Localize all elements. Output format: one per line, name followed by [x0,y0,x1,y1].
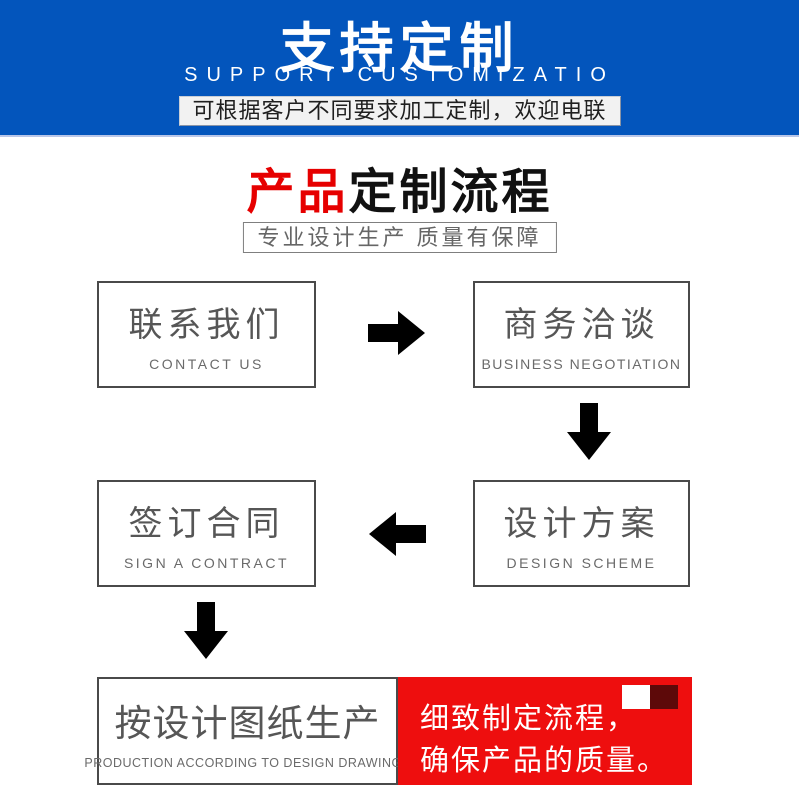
section-title-highlight: 产品 [246,166,349,219]
banner-title: 支持定制 [279,19,520,79]
banner: 支持定制 SUPPORT CUSTOMIZATIO 可根据客户不同要求加工定制，… [0,0,799,137]
banner-note: 可根据客户不同要求加工定制，欢迎电联 [178,96,621,126]
step-label-en: SIGN A CONTRACT [123,555,290,571]
step-label-en: DESIGN SCHEME [506,555,657,571]
flow-step-production: 按设计图纸生产 PRODUCTION ACCORDING TO DESIGN D… [84,677,410,785]
section-title: 产品定制流程 [0,152,799,222]
white-square-icon [622,685,650,709]
flow-step-sign-contract: 签订合同 SIGN A CONTRACT [97,480,316,587]
dark-square-icon [650,685,678,709]
arrow-right-icon [368,310,426,361]
quality-note-line2: 确保产品的质量。 [420,745,669,777]
flow-step-business-negotiation: 商务洽谈 BUSINESS NEGOTIATION [473,281,690,388]
quality-note-line1: 细致制定流程， [420,703,638,735]
arrow-down-icon [566,403,612,466]
step-label-en: PRODUCTION ACCORDING TO DESIGN DRAWINGS [84,755,411,770]
step-label-zh: 商务洽谈 [503,306,660,344]
section-title-rest: 定制流程 [348,166,553,219]
arrow-down-icon [183,602,229,665]
flow-step-design-scheme: 设计方案 DESIGN SCHEME [473,480,690,587]
quality-note: 细致制定流程， 确保产品的质量。 [398,677,692,785]
step-label-zh: 按设计图纸生产 [114,702,381,744]
step-label-en: BUSINESS NEGOTIATION [481,356,682,372]
step-label-zh: 联系我们 [128,306,285,344]
step-label-zh: 设计方案 [503,505,660,543]
flow-step-contact-us: 联系我们 CONTACT US [97,281,316,388]
arrow-left-icon [368,511,426,562]
step-label-en: CONTACT US [149,356,264,372]
banner-subtitle: SUPPORT CUSTOMIZATIO [184,64,615,86]
section-tagline: 专业设计生产 质量有保障 [242,222,557,253]
step-label-zh: 签订合同 [128,505,285,543]
